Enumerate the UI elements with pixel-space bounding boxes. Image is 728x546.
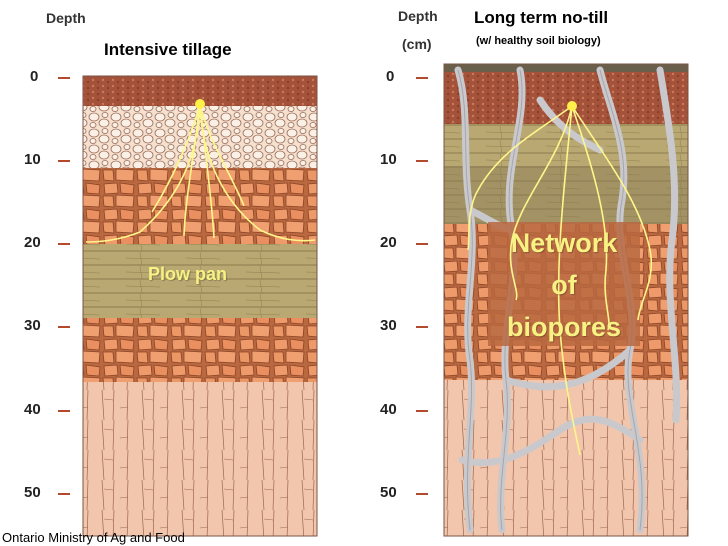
- right-tick-0: 0: [386, 68, 395, 85]
- right-tick-40: 40: [380, 401, 397, 418]
- right-root-system: [467, 105, 653, 456]
- biopore-label-line-3: biopores: [506, 312, 621, 342]
- left-tick-40: 40: [24, 401, 41, 418]
- left-tick-20: 20: [24, 234, 41, 251]
- right-seed-icon: [567, 101, 577, 111]
- left-soil-profile: [82, 75, 318, 537]
- left-root-system: [85, 103, 316, 243]
- left-depth-ticks: [58, 77, 70, 495]
- left-depth-label: Depth: [46, 10, 86, 26]
- biopore-label-box: [488, 222, 640, 346]
- left-tick-0: 0: [30, 68, 39, 85]
- left-tick-10: 10: [24, 151, 41, 168]
- right-soil-profile: [443, 63, 689, 537]
- biopore-label-line-2: of: [551, 270, 577, 300]
- right-depth-ticks: [416, 77, 428, 495]
- left-title: Intensive tillage: [104, 40, 232, 59]
- biopore-label-line-1: Network: [510, 228, 618, 258]
- left-tick-50: 50: [24, 484, 41, 501]
- source-credit: Ontario Ministry of Ag and Food: [2, 530, 185, 545]
- right-tick-30: 30: [380, 317, 397, 334]
- right-tick-10: 10: [380, 151, 397, 168]
- right-tick-20: 20: [380, 234, 397, 251]
- left-seed-icon: [195, 99, 205, 109]
- biopore-network-label: Network of biopores: [488, 222, 640, 348]
- right-depth-label: Depth: [398, 8, 438, 24]
- right-title: Long term no-till: [474, 8, 609, 27]
- plow-pan-label: Plow pan: [148, 264, 228, 284]
- left-tick-30: 30: [24, 317, 41, 334]
- right-tick-50: 50: [380, 484, 397, 501]
- right-depth-unit: (cm): [402, 36, 432, 52]
- right-subtitle: (w/ healthy soil biology): [476, 35, 601, 47]
